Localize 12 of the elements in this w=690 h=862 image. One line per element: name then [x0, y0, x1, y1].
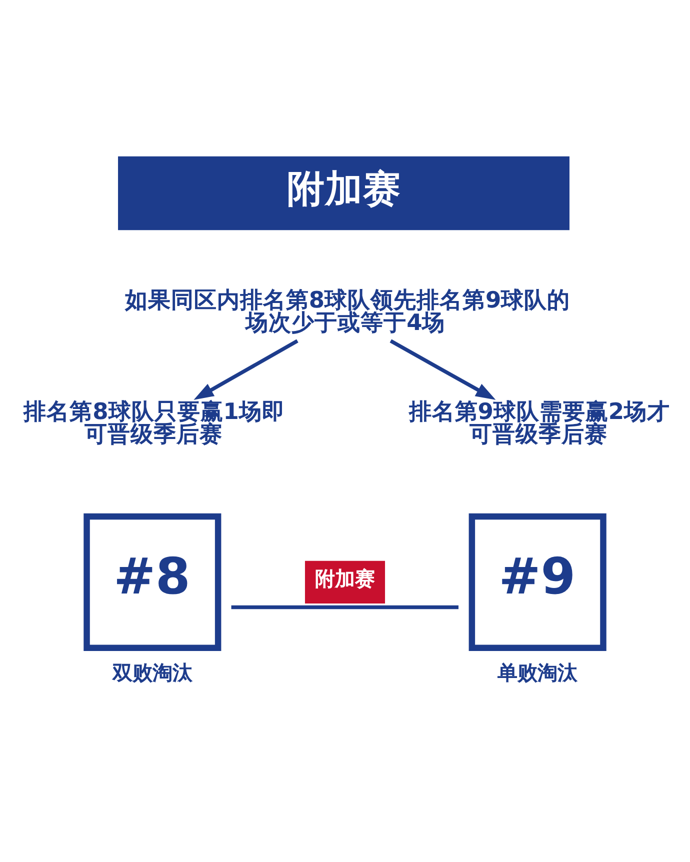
arrow [194, 338, 298, 400]
node-box: #8 [84, 512, 222, 650]
node-text: 如果同区内排名第8球队领先排名第9球队的场次少于或等于4场 [124, 287, 570, 336]
node-text: 排名第8球队只要赢1场即可晋级季后赛 [24, 398, 285, 447]
edge-label: 附加赛 [314, 566, 375, 590]
connector [231, 604, 458, 609]
node-label: 单败淘汰 [498, 660, 578, 684]
node-text: 排名第9球队需要赢2场才可晋级季后赛 [408, 398, 670, 447]
node-box: #9 [468, 512, 606, 650]
node-box: 附加赛 [118, 156, 570, 230]
node-label: 双败淘汰 [112, 660, 192, 684]
arrow [390, 338, 496, 400]
